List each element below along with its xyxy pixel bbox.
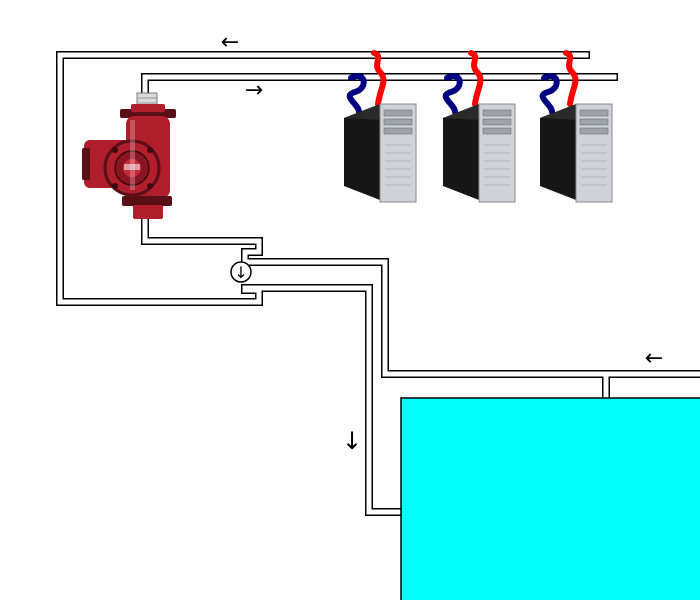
cold-hose (539, 73, 560, 115)
pump-icon (82, 92, 176, 219)
hot-hose (563, 50, 579, 107)
cold-hose (346, 73, 367, 115)
computer-tower-icon (442, 50, 516, 203)
computer-side (443, 104, 479, 200)
flow-arrow-return: ← (221, 30, 239, 55)
hot-hose (468, 50, 484, 107)
reservoir-tank (400, 397, 700, 600)
flow-arrow-supply: → (245, 78, 263, 103)
computer-tower-icon (539, 50, 613, 203)
flow-arrow-tank-return: ↓ (342, 427, 362, 455)
hot-hose (371, 50, 387, 107)
computer-group (344, 50, 613, 203)
flow-valve-icon: ↓ (230, 261, 252, 283)
valve-symbol: ↓ (234, 263, 247, 282)
computer-side (344, 104, 380, 200)
tank-feed-pipe (241, 258, 700, 378)
computer-side (540, 104, 576, 200)
flow-arrow-tank-feed: ← (645, 346, 663, 371)
flow-arrows: ← → ← ↓ (221, 30, 663, 455)
cold-hose (442, 73, 463, 115)
computer-tower-icon (344, 50, 417, 203)
tank-return-pipe (241, 284, 406, 516)
